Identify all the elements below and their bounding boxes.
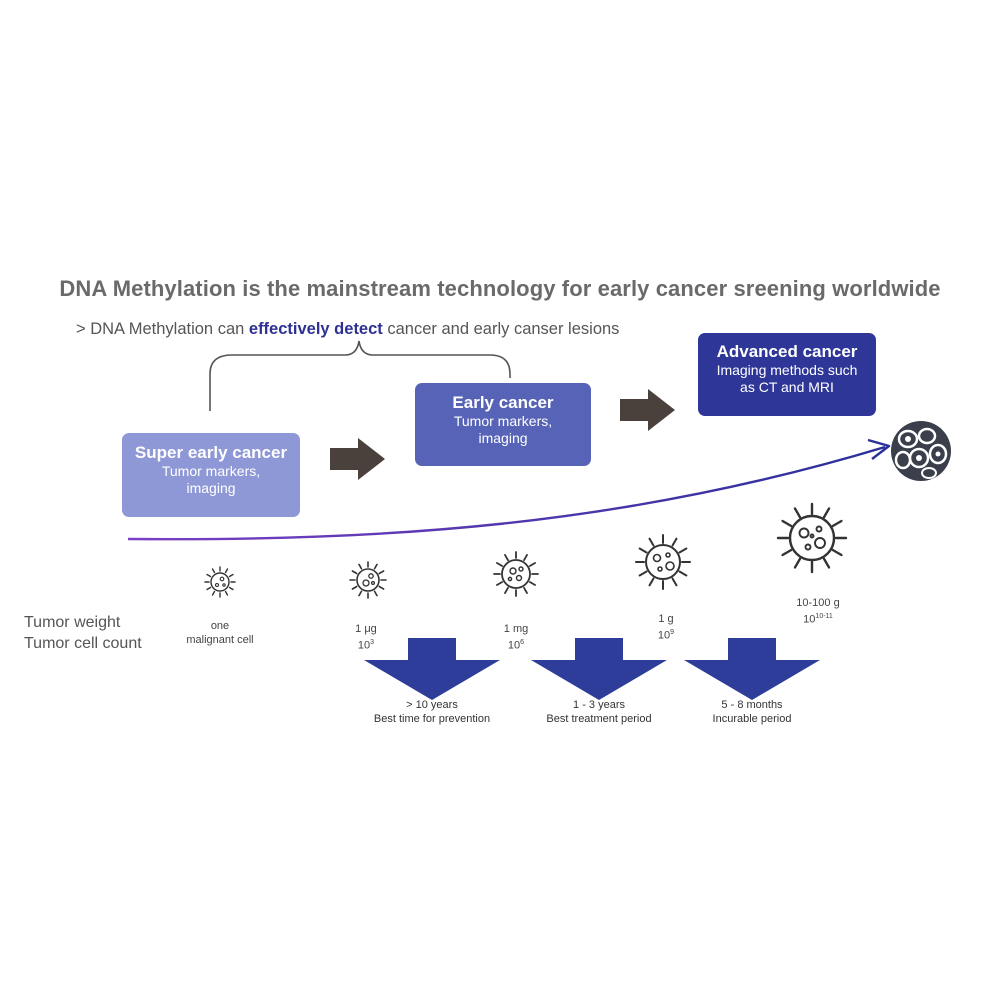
cell-icon-3 [493, 551, 539, 597]
subtitle-prefix: > DNA Methylation can [76, 320, 249, 338]
cell-caption-3: 1 mg 106 [476, 622, 556, 653]
period-arrow-2 [531, 638, 667, 700]
cell-weight: 10-100 g [796, 597, 840, 609]
period-arrow-1 [364, 638, 500, 700]
cell-weight: 1 μg [355, 623, 377, 635]
stage-arrow-2 [620, 389, 675, 431]
period-time: 5 - 8 months [721, 699, 783, 711]
cell-weight: 1 mg [503, 623, 529, 635]
cell-count: 103 [357, 639, 375, 652]
period-arrow-3 [684, 638, 820, 700]
tumor-weight-label: Tumor weight [24, 614, 121, 631]
period-label: Best time for prevention [373, 713, 491, 725]
stage-desc-line1: Imaging methods such [716, 362, 858, 378]
cell-count: 106 [507, 639, 525, 652]
growth-curve-arrowhead [867, 438, 891, 460]
cell-icon-1 [204, 566, 236, 598]
growth-curve [127, 445, 886, 541]
cell-icon-5 [776, 502, 848, 574]
cell-caption-4: 1 g 109 [626, 612, 706, 643]
cell-weight: one [210, 620, 230, 632]
stage-desc-line1: Tumor markers, [161, 463, 261, 479]
stage-super-early: Super early cancer Tumor markers, imagin… [122, 433, 300, 517]
period-caption-1: > 10 years Best time for prevention [352, 698, 512, 726]
cell-weight: 1 g [658, 613, 674, 625]
period-caption-2: 1 - 3 years Best treatment period [519, 698, 679, 726]
subtitle-suffix: cancer and early canser lesions [382, 320, 620, 338]
stage-desc-line2: as CT and MRI [740, 379, 834, 395]
cell-count: 1010-11 [803, 613, 833, 626]
cell-icon-2 [349, 561, 387, 599]
period-label: Best treatment period [546, 713, 652, 725]
bracket-brace [209, 340, 511, 411]
axis-labels: Tumor weight Tumor cell count [24, 612, 142, 654]
subtitle-emphasis: effectively detect [248, 320, 383, 338]
tumor-cell-count-label: Tumor cell count [24, 635, 142, 652]
stage-advanced: Advanced cancer Imaging methods such as … [698, 333, 876, 416]
cell-caption-2: 1 μg 103 [326, 622, 406, 653]
stage-title: Early cancer [452, 393, 554, 412]
stage-title: Advanced cancer [716, 342, 858, 361]
subtitle: > DNA Methylation can effectively detect… [76, 320, 619, 339]
page-title: DNA Methylation is the mainstream techno… [59, 276, 941, 301]
cell-count: 109 [657, 629, 675, 642]
tumor-cluster-icon [891, 421, 951, 481]
cell-caption-5: 10-100 g 1010-11 [773, 596, 863, 627]
period-time: 1 - 3 years [573, 699, 625, 711]
period-caption-3: 5 - 8 months Incurable period [672, 698, 832, 726]
period-label: Incurable period [712, 713, 792, 725]
stage-desc-line2: imaging [186, 480, 236, 496]
stage-early: Early cancer Tumor markers, imaging [415, 383, 591, 466]
stage-desc-line1: Tumor markers, [453, 413, 553, 429]
stage-arrow-1 [330, 438, 385, 480]
cell-icon-4 [635, 534, 691, 590]
cell-caption-1: one malignant cell [170, 619, 270, 647]
stage-desc-line2: imaging [478, 430, 528, 446]
stage-title: Super early cancer [134, 443, 288, 462]
cell-count: malignant cell [186, 634, 254, 646]
period-time: > 10 years [406, 699, 458, 711]
